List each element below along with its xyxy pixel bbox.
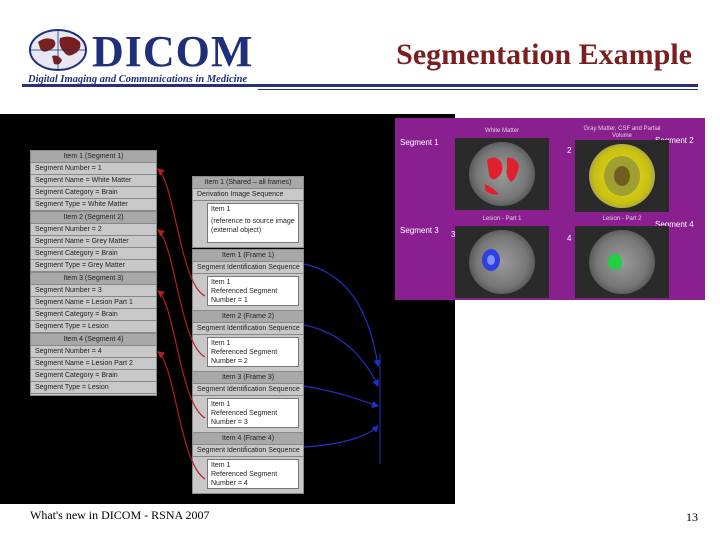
arrow-frame3-out <box>303 385 380 409</box>
frame-sub-item: Item 1 Referenced Segment Number = 4 <box>207 459 299 489</box>
page-number: 13 <box>686 510 698 524</box>
item-row: Segment Name = White Matter <box>31 175 156 187</box>
segment-label-1: Segment 1 <box>400 138 439 147</box>
arrow-frame4-out <box>303 425 379 448</box>
referenced-segment: Referenced Segment Number = 1 <box>211 288 278 304</box>
gray-matter-overlay <box>604 156 640 196</box>
panel-title-3: Lesion - Part 1 <box>482 216 522 222</box>
brain-image-white-matter <box>455 138 549 210</box>
item-header: Item 2 (Segment 2) <box>31 212 156 224</box>
logo-subtitle: Digital Imaging and Communications in Me… <box>28 74 248 85</box>
arrow-frame2-to-segment2 <box>157 229 206 358</box>
item-row: Segment Name = Lesion Part 2 <box>31 358 156 370</box>
footer-text: What's new in DICOM - RSNA 2007 <box>30 508 210 522</box>
brain-image-gray-matter <box>575 140 669 212</box>
item-row: Segment Type = Lesion <box>31 321 156 333</box>
lesion-part-1-overlay <box>482 249 500 271</box>
source-reference: (reference to source image (external obj… <box>211 218 295 234</box>
item-row: Segment Category = Brain <box>31 187 156 199</box>
shared-header: Item 1 (Shared – all frames) <box>193 177 303 189</box>
item-row: Segment Number = 4 <box>31 346 156 358</box>
frame-sequence: Segment Identification Sequence <box>193 262 303 274</box>
image-number-2: 2 <box>567 146 572 155</box>
segmentation-images: Segment 1 Segment 2 Segment 3 Segment 4 … <box>395 118 705 300</box>
frame-header: Item 3 (Frame 3) <box>193 372 303 384</box>
arrow-frame1-to-segment1 <box>157 168 206 297</box>
reference-arrows <box>157 168 381 480</box>
segment-label-4: Segment 4 <box>655 220 694 229</box>
item-row: Segment Name = Grey Matter <box>31 236 156 248</box>
frame-sub-item-label: Item 1 <box>211 340 231 347</box>
item-header: Item 1 (Segment 1) <box>31 151 156 163</box>
frame-sub-item: Item 1 Referenced Segment Number = 3 <box>207 398 299 428</box>
item-row: Segment Type = Lesion <box>31 382 156 394</box>
image-number-4: 4 <box>567 234 572 243</box>
arrow-frame1-out <box>303 263 381 368</box>
lesion-part-2-overlay <box>608 254 622 270</box>
frame-sub-item-label: Item 1 <box>211 462 231 469</box>
shared-sub-item-label: Item 1 <box>211 206 231 213</box>
referenced-segment: Referenced Segment Number = 2 <box>211 349 278 365</box>
segment-label-2: Segment 2 <box>655 136 694 145</box>
arrow-frame2-out <box>303 324 379 388</box>
arrow-frame3-to-segment3 <box>157 290 206 419</box>
frame-item-2: Item 2 (Frame 2) Segment Identification … <box>192 310 304 372</box>
globe-icon <box>29 29 87 71</box>
panel-title-1: White Matter <box>484 128 519 134</box>
frame-item-3: Item 3 (Frame 3) Segment Identification … <box>192 371 304 433</box>
segment-item-4: Item 4 (Segment 4) Segment Number = 4 Se… <box>30 333 157 396</box>
item-row: Segment Number = 2 <box>31 224 156 236</box>
panel-title-2: Gray Matter, CSF and Partial Volume <box>583 126 661 139</box>
frame-header: Item 4 (Frame 4) <box>193 433 303 445</box>
item-row: Segment Number = 3 <box>31 285 156 297</box>
referenced-segment: Referenced Segment Number = 4 <box>211 471 278 487</box>
segment-item-2: Item 2 (Segment 2) Segment Number = 2 Se… <box>30 211 157 274</box>
title-rule-thin <box>258 89 698 90</box>
item-header: Item 3 (Segment 3) <box>31 273 156 285</box>
frame-sub-item: Item 1 Referenced Segment Number = 2 <box>207 337 299 367</box>
referenced-segment: Referenced Segment Number = 3 <box>211 410 278 426</box>
item-row: Segment Category = Brain <box>31 370 156 382</box>
frame-sub-item-label: Item 1 <box>211 279 231 286</box>
segmentation-diagram: Item 1 (Segment 1) Segment Number = 1 Se… <box>0 114 455 504</box>
frame-sequence: Segment Identification Sequence <box>193 445 303 457</box>
segment-label-3: Segment 3 <box>400 226 439 235</box>
item-row: Segment Type = White Matter <box>31 199 156 211</box>
shared-sequence: Derivation Image Sequence <box>193 189 303 201</box>
brain-image-lesion-part-1 <box>455 226 549 298</box>
white-matter-overlay <box>485 157 519 195</box>
item-row: Segment Number = 1 <box>31 163 156 175</box>
frame-header: Item 1 (Frame 1) <box>193 250 303 262</box>
logo-wordmark: DICOM <box>92 27 254 76</box>
item-row: Segment Category = Brain <box>31 309 156 321</box>
item-row: Segment Name = Lesion Part 1 <box>31 297 156 309</box>
title-rule <box>22 84 698 87</box>
frame-sequence: Segment Identification Sequence <box>193 384 303 396</box>
item-header: Item 4 (Segment 4) <box>31 334 156 346</box>
image-number-3: 3 <box>451 230 456 239</box>
item-row: Segment Category = Brain <box>31 248 156 260</box>
shared-item: Item 1 (Shared – all frames) Derivation … <box>192 176 304 248</box>
item-row: Segment Type = Grey Matter <box>31 260 156 272</box>
shared-sub-item: Item 1 (reference to source image (exter… <box>207 203 299 243</box>
dicom-logo: DICOM Digital Imaging and Communications… <box>22 22 257 92</box>
frame-sub-item: Item 1 Referenced Segment Number = 1 <box>207 276 299 306</box>
frame-item-4: Item 4 (Frame 4) Segment Identification … <box>192 432 304 494</box>
frame-header: Item 2 (Frame 2) <box>193 311 303 323</box>
slide-title: Segmentation Example <box>396 38 692 71</box>
panel-title-4: Lesion - Part 2 <box>602 216 642 222</box>
frame-sub-item-label: Item 1 <box>211 401 231 408</box>
arrow-frame4-to-segment4 <box>157 351 206 480</box>
frame-sequence: Segment Identification Sequence <box>193 323 303 335</box>
brain-image-lesion-part-2 <box>575 226 669 298</box>
